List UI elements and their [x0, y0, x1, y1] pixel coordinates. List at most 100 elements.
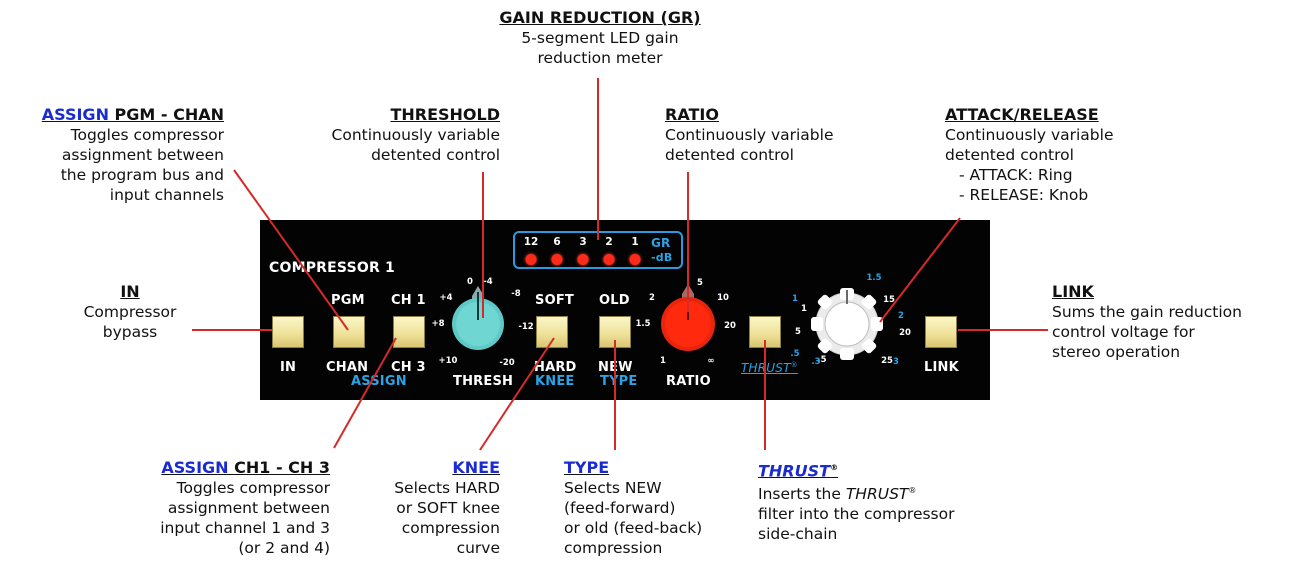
annotation-text: compression [401, 519, 500, 537]
threshold-knob[interactable] [446, 284, 510, 360]
assign-link[interactable]: ASSIGN [161, 458, 229, 477]
knee-link[interactable]: KNEE [452, 458, 500, 477]
annotation-title: THRESHOLD [390, 105, 500, 124]
attack-tick: .5 [790, 349, 800, 359]
annotation-title: KNEE [360, 458, 500, 478]
in-button-label: IN [280, 360, 297, 375]
meter-led [603, 254, 615, 265]
annotation-text: - RELEASE: Knob [959, 186, 1089, 204]
annotation-knee: KNEE Selects HARD or SOFT knee compressi… [360, 458, 500, 558]
annotation-text: detented control [945, 146, 1074, 164]
ch1-label: CH 1 [391, 293, 426, 308]
annotation-text: side-chain [758, 525, 838, 544]
thresh-tick: +4 [439, 293, 453, 303]
type-group-label: TYPE [600, 374, 638, 389]
annotation-text: the program bus and [60, 166, 224, 184]
ratio-tick: 2 [649, 293, 655, 303]
type-link[interactable]: TYPE [564, 458, 610, 477]
annotation-text: Continuously variable [945, 126, 1114, 144]
thresh-tick: -8 [511, 289, 521, 299]
annotation-text: stereo operation [1052, 343, 1181, 361]
assign-group-label: ASSIGN [351, 374, 407, 389]
meter-segment-label: 1 [631, 236, 639, 248]
link-label: LINK [924, 360, 959, 375]
release-tick: 1 [801, 304, 807, 314]
annotation-text: assignment between [61, 146, 224, 164]
callout-line-assign-pgm [233, 169, 349, 331]
ratio-tick: 1 [660, 356, 666, 366]
attack-tick: .3 [811, 357, 821, 367]
annotation-text: detented control [665, 146, 794, 164]
release-tick: 15 [883, 295, 895, 305]
annotation-title: LINK [1052, 282, 1094, 301]
chan-label: CHAN [326, 360, 369, 375]
annotation-title: ASSIGN CH1 - CH 3 [161, 458, 330, 477]
in-button[interactable] [272, 316, 304, 348]
annotation-text: curve [456, 539, 500, 557]
annotation-title: ASSIGN PGM - CHAN [41, 105, 224, 124]
ratio-tick: 5 [697, 278, 703, 288]
gain-reduction-meter: 12 6 3 2 1 GR -dB [513, 231, 683, 269]
annotation-title: THRUST® [758, 461, 839, 481]
annotation-type: TYPE Selects NEW (feed-forward) or old (… [564, 458, 744, 558]
release-tick: 5 [795, 327, 801, 337]
meter-segment-label: 3 [579, 236, 587, 248]
callout-line-knee [479, 337, 555, 451]
annotation-text: reduction meter [537, 49, 663, 67]
annotation-assign-ch: ASSIGN CH1 - CH 3 Toggles compressor ass… [100, 458, 330, 558]
ratio-tick: 20 [724, 321, 736, 331]
thrust-link[interactable]: THRUST [758, 461, 831, 481]
annotation-text: 5-segment LED gain [521, 29, 679, 47]
release-tick: .5 [817, 355, 827, 365]
annotation-title: IN [120, 282, 140, 301]
annotation-attack-release: ATTACK/RELEASE Continuously variable det… [945, 105, 1185, 205]
thresh-tick: 0 [467, 277, 473, 287]
soft-label: SOFT [535, 293, 574, 308]
annotation-text: Selects HARD [394, 479, 500, 497]
meter-gr-label: GR [651, 236, 671, 250]
annotation-ratio: RATIO Continuously variable detented con… [665, 105, 885, 165]
annotation-text: (feed-forward) [564, 499, 676, 517]
assign-ch1-ch3-button[interactable] [393, 316, 425, 348]
thresh-label: THRESH [453, 374, 514, 389]
annotation-assign-pgm-chan: ASSIGN PGM - CHAN Toggles compressor ass… [10, 105, 224, 205]
attack-tick: 2 [898, 311, 904, 321]
meter-segment-label: 6 [553, 236, 561, 248]
annotation-in: IN Compressor bypass [60, 282, 200, 342]
annotation-text: Continuously variable [665, 126, 834, 144]
attack-release-knob[interactable] [807, 284, 887, 364]
pgm-label: PGM [331, 293, 365, 308]
annotation-threshold: THRESHOLD Continuously variable detented… [290, 105, 500, 165]
annotation-text: - ATTACK: Ring [959, 166, 1073, 184]
thresh-tick: +10 [438, 356, 458, 366]
assign-link[interactable]: ASSIGN [41, 105, 109, 124]
annotation-gain-reduction: GAIN REDUCTION (GR) 5-segment LED gain r… [470, 8, 730, 68]
annotation-text: input channel 1 and 3 [160, 519, 330, 537]
meter-led [525, 254, 537, 265]
annotation-text: (or 2 and 4) [238, 539, 330, 557]
thresh-tick: -12 [518, 322, 534, 332]
release-tick: 25 [881, 356, 893, 366]
ratio-tick: 1.5 [635, 319, 651, 329]
annotation-text: Continuously variable [331, 126, 500, 144]
annotation-title: TYPE [564, 458, 744, 478]
annotation-text: Compressor [83, 303, 177, 321]
assign-pgm-chan-button[interactable] [333, 316, 365, 348]
annotation-link: LINK Sums the gain reduction control vol… [1052, 282, 1287, 362]
old-label: OLD [599, 293, 630, 308]
annotation-text: bypass [102, 323, 158, 341]
link-button[interactable] [925, 316, 957, 348]
meter-db-label: -dB [651, 251, 673, 264]
annotation-text: control voltage for [1052, 323, 1195, 341]
meter-segment-label: 12 [523, 236, 539, 248]
ratio-label: RATIO [666, 374, 711, 389]
meter-led [551, 254, 563, 265]
callout-line-assign-ch [333, 337, 397, 449]
ratio-knob[interactable] [654, 282, 722, 362]
hard-label: HARD [534, 360, 577, 375]
attack-tick: 3 [893, 357, 899, 367]
annotation-text: compression [564, 539, 663, 557]
callout-line-attack-release [879, 217, 961, 323]
annotation-title: RATIO [665, 105, 719, 124]
annotation-thrust: THRUST® Inserts the THRUST® filter into … [758, 458, 1018, 544]
